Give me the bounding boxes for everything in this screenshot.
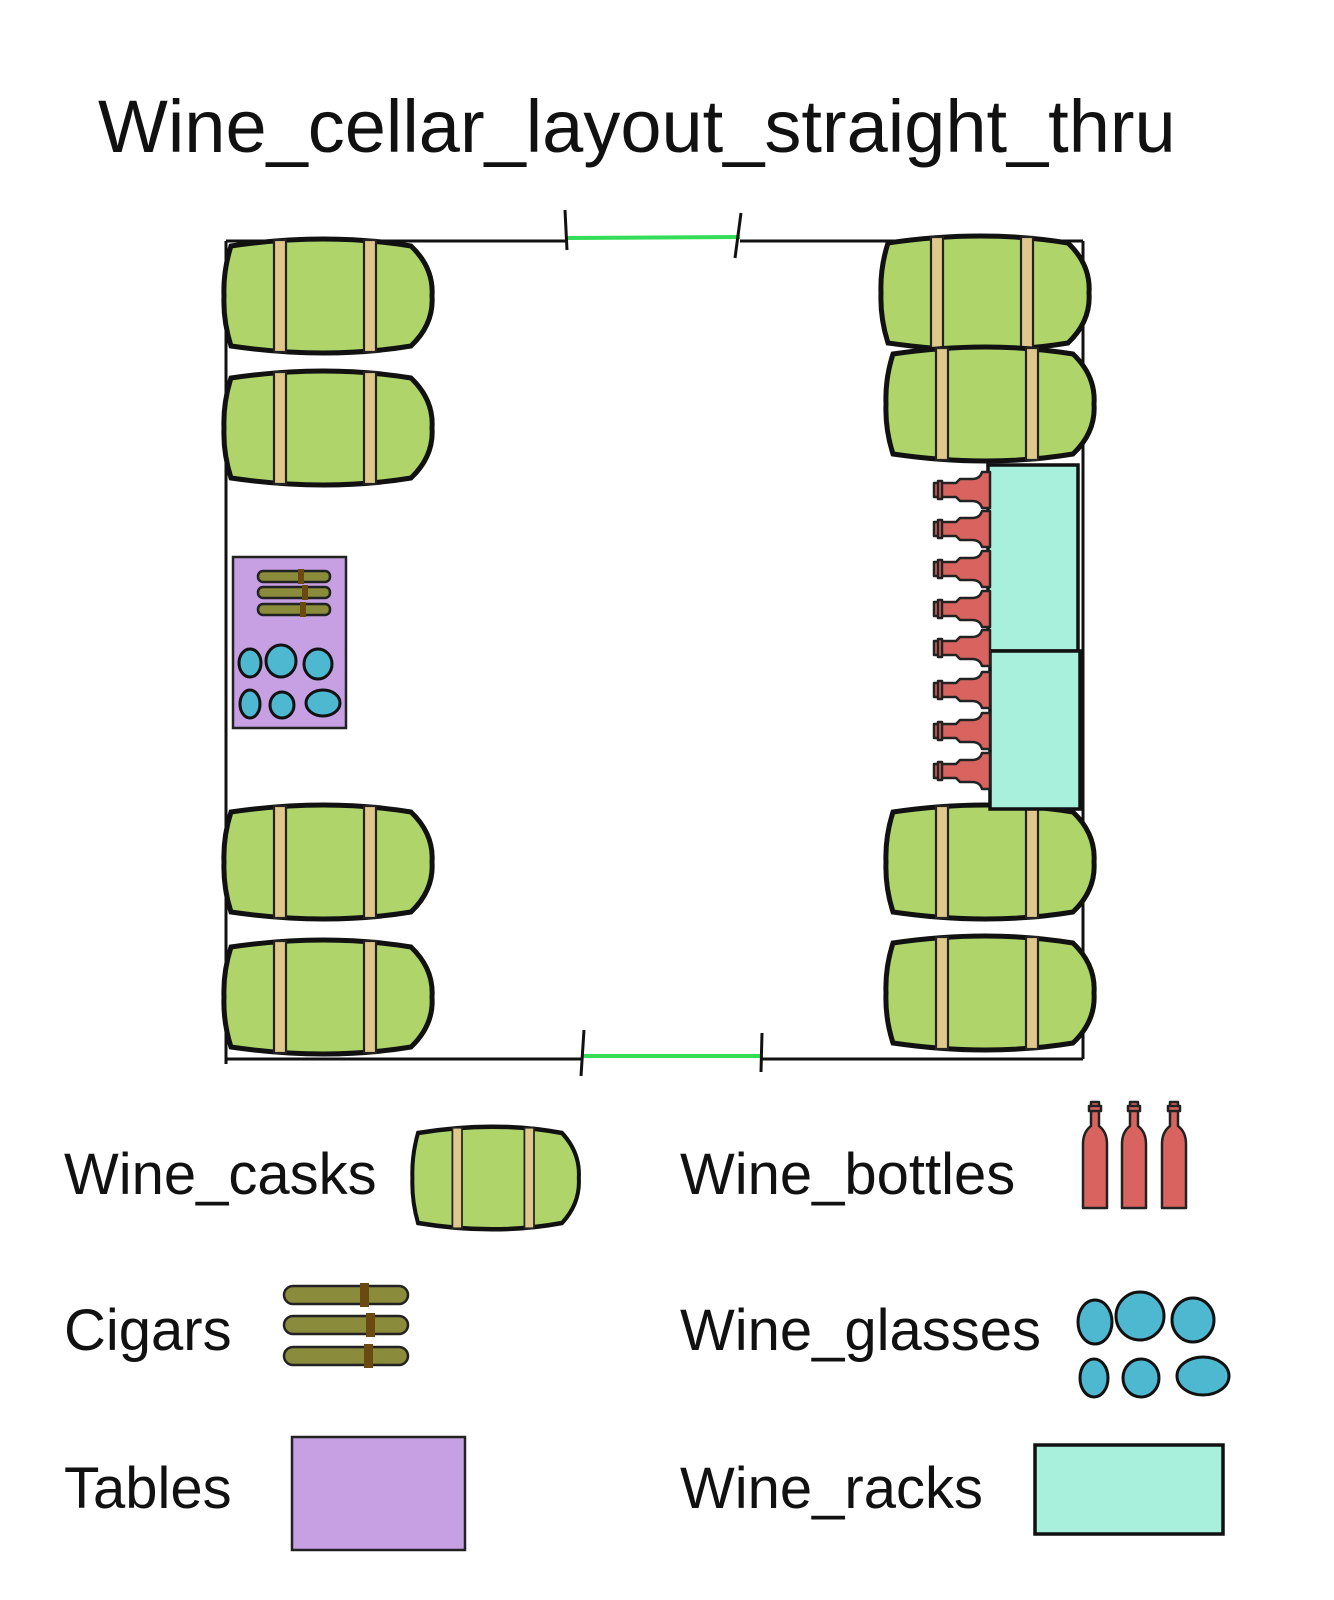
wine-cask-left-2 xyxy=(224,371,432,485)
wine-cask-left-4 xyxy=(224,940,432,1054)
legend-label-wine-casks: Wine_casks xyxy=(64,1142,377,1207)
bottom-door xyxy=(579,1029,764,1077)
wine-cask-left-1 xyxy=(224,239,432,353)
legend-label-wine-glasses: Wine_glasses xyxy=(680,1298,1041,1363)
wine-cask-right-4 xyxy=(886,936,1094,1050)
legend-glasses-icon xyxy=(1076,1290,1231,1399)
legend-label-wine-racks: Wine_racks xyxy=(680,1456,983,1521)
legend-rack-icon xyxy=(1033,1443,1225,1536)
wine-rack-lower xyxy=(988,649,1082,811)
legend-label-tables: Tables xyxy=(64,1456,232,1521)
table-cigars xyxy=(256,569,332,617)
legend-bottles-icon xyxy=(1081,1100,1188,1210)
legend-label-cigars: Cigars xyxy=(64,1298,232,1363)
table-glasses xyxy=(237,643,342,720)
diagram-title: Wine_cellar_layout_straight_thru xyxy=(98,85,1176,168)
table-with-items xyxy=(231,555,348,730)
legend-table-icon xyxy=(290,1435,467,1552)
wine-rack-upper xyxy=(986,463,1080,653)
legend: Wine_casks Wine_bottles Cigars Wine_glas… xyxy=(64,1100,1231,1552)
wine-cask-right-3 xyxy=(886,805,1094,919)
legend-label-wine-bottles: Wine_bottles xyxy=(680,1142,1015,1207)
rack-bottles xyxy=(932,470,992,791)
wine-cask-right-2 xyxy=(886,347,1094,461)
top-door xyxy=(563,209,743,259)
legend-cigars-icon xyxy=(282,1283,410,1368)
wine-cask-left-3 xyxy=(224,805,432,919)
wine-cask-right-1 xyxy=(881,236,1089,350)
legend-cask-icon xyxy=(412,1127,579,1230)
